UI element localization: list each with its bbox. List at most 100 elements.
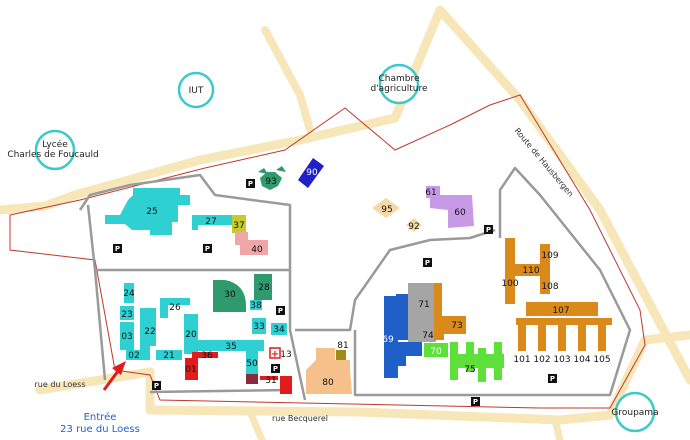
entrance-label-1: Entrée	[84, 411, 117, 423]
road-becquerel	[145, 330, 690, 425]
building-70[interactable]: 70	[424, 343, 448, 357]
road-south	[246, 408, 266, 440]
building-30[interactable]: 30	[213, 280, 246, 312]
svg-text:37: 37	[233, 221, 244, 231]
svg-text:21: 21	[163, 351, 174, 361]
building-81[interactable]: 81	[336, 341, 349, 360]
landmark-lycee-label-1: Lycée	[42, 139, 68, 150]
building-20[interactable]: 20	[184, 314, 198, 354]
label-104: 104	[573, 355, 590, 365]
svg-text:22: 22	[144, 327, 155, 337]
building-100-110[interactable]: 100 110 109 108	[501, 238, 559, 304]
building-69[interactable]: 69	[382, 294, 422, 378]
building-28[interactable]: 28	[254, 274, 272, 300]
building-74[interactable]: 74	[420, 326, 436, 342]
svg-text:38: 38	[250, 301, 262, 311]
building-95[interactable]: 95	[372, 198, 400, 218]
svg-text:70: 70	[430, 347, 442, 357]
svg-text:P: P	[278, 307, 283, 315]
svg-text:81: 81	[337, 341, 348, 351]
entrance-arrow-icon	[112, 361, 126, 375]
building-10[interactable]	[280, 376, 292, 394]
building-21[interactable]: 21	[156, 350, 182, 361]
parking-markers: P P P P P P P P P P	[113, 179, 557, 406]
svg-text:31: 31	[265, 376, 276, 386]
svg-text:20: 20	[185, 330, 197, 340]
svg-text:23: 23	[121, 310, 132, 320]
svg-text:34: 34	[273, 325, 285, 335]
landmark-iut-label: IUT	[189, 86, 204, 96]
landmark-groupama-label: Groupama	[611, 408, 658, 418]
street-loess-label: rue du Loess	[35, 380, 86, 389]
svg-text:100: 100	[501, 279, 518, 289]
building-24[interactable]: 24	[123, 283, 135, 303]
building-75[interactable]: 75	[450, 342, 504, 382]
building-23[interactable]: 23	[120, 306, 134, 320]
parking-icon: P	[152, 381, 161, 390]
entrance-label-2: 23 rue du Loess	[60, 424, 140, 435]
svg-text:P: P	[205, 245, 210, 253]
svg-text:74: 74	[422, 331, 434, 341]
parking-icon: P	[423, 258, 432, 267]
building-90[interactable]: 90	[298, 158, 324, 188]
building-03[interactable]: 03	[120, 322, 134, 350]
svg-text:92: 92	[408, 222, 419, 232]
landmark-chambre-label-1: Chambre	[378, 74, 419, 84]
building-13[interactable]: + 13	[269, 347, 292, 360]
svg-text:110: 110	[522, 266, 539, 276]
building-80[interactable]: 80	[306, 348, 352, 394]
building-50[interactable]: 50	[246, 350, 258, 374]
path-south	[149, 388, 291, 394]
landmark-lycee: Lycée Charles de Foucauld	[7, 129, 99, 171]
parking-icon: P	[471, 397, 480, 406]
building-26[interactable]: 26	[160, 298, 190, 318]
parking-icon: P	[548, 374, 557, 383]
parking-icon: P	[484, 225, 493, 234]
path-north-loop	[78, 173, 292, 272]
svg-text:40: 40	[251, 245, 263, 255]
building-61-60[interactable]: 61 60	[425, 186, 474, 228]
building-37[interactable]: 37	[232, 215, 246, 233]
building-27[interactable]: 27	[192, 215, 245, 230]
svg-text:36: 36	[201, 351, 213, 361]
road-hausbergen	[435, 5, 690, 385]
building-93[interactable]: 93	[258, 166, 286, 190]
street-becquerel-label: rue Becquerel	[272, 414, 328, 423]
building-34[interactable]: 34	[271, 323, 287, 335]
building-01[interactable]: 01	[185, 358, 198, 380]
svg-text:50: 50	[246, 359, 258, 369]
path-east-loop	[353, 166, 632, 397]
landmarks: IUT Chambre d'agriculture Lycée Charles …	[7, 63, 659, 433]
svg-text:P: P	[154, 382, 159, 390]
parking-icon: P	[276, 306, 285, 315]
svg-text:27: 27	[205, 217, 216, 227]
building-22[interactable]: 22	[144, 318, 156, 346]
svg-text:93: 93	[265, 177, 276, 187]
building-73[interactable]: 73	[434, 283, 466, 340]
building-25[interactable]: 25	[105, 188, 190, 235]
svg-text:107: 107	[552, 306, 569, 316]
svg-text:69: 69	[382, 335, 394, 345]
parking-icon: P	[113, 244, 122, 253]
svg-text:109: 109	[541, 251, 558, 261]
label-102: 102	[533, 355, 550, 365]
building-40[interactable]: 40	[235, 232, 268, 255]
label-105: 105	[593, 355, 610, 365]
building-31[interactable]: 31	[246, 374, 278, 386]
building-92[interactable]: 92	[406, 218, 422, 232]
svg-text:P: P	[550, 375, 555, 383]
svg-text:P: P	[425, 259, 430, 267]
building-107[interactable]: 107	[516, 302, 612, 351]
building-36[interactable]: 36	[192, 351, 218, 361]
landmark-chambre-label-2: d'agriculture	[370, 84, 428, 94]
svg-text:30: 30	[224, 290, 236, 300]
svg-text:P: P	[273, 365, 278, 373]
landmark-iut: IUT	[177, 71, 215, 109]
svg-text:P: P	[248, 180, 253, 188]
building-33[interactable]: 33	[252, 318, 266, 334]
svg-text:26: 26	[169, 303, 181, 313]
svg-text:25: 25	[146, 207, 157, 217]
svg-text:13: 13	[280, 350, 291, 360]
building-35[interactable]: 35	[198, 340, 264, 352]
building-38[interactable]: 38	[250, 300, 262, 311]
